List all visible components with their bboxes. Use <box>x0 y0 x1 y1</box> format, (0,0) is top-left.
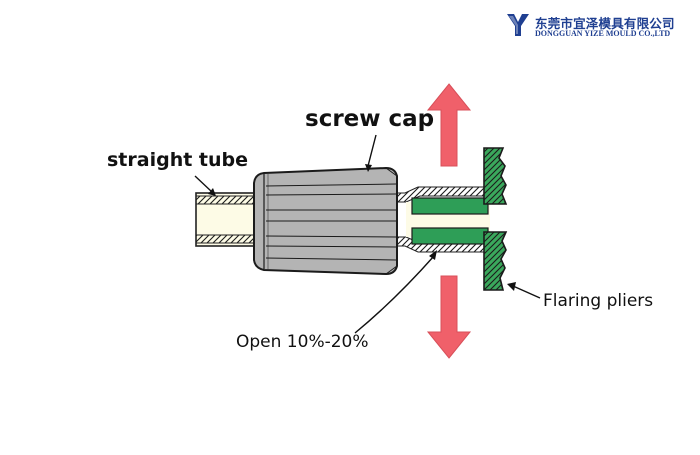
leader-open-range <box>354 250 437 334</box>
flaring-pliers <box>483 147 508 291</box>
leader-straight-tube <box>194 175 216 196</box>
leader-screw-cap <box>365 134 377 172</box>
label-screw-cap: screw cap <box>305 106 435 132</box>
company-logo: 东莞市宜泽模具有限公司 DONGGUAN YIZE MOULD CO.,LTD <box>506 12 696 42</box>
screw-cap <box>253 166 398 276</box>
label-straight-tube: straight tube <box>107 149 249 171</box>
yize-logo-mark-icon <box>507 14 529 36</box>
company-name-en: DONGGUAN YIZE MOULD CO.,LTD <box>535 29 671 38</box>
arrow-up-icon <box>426 83 472 167</box>
label-flaring-pliers: Flaring pliers <box>543 291 654 311</box>
leader-flaring-pliers <box>507 282 541 299</box>
company-name-cn: 东莞市宜泽模具有限公司 <box>535 16 675 31</box>
arrow-down-icon <box>426 275 472 359</box>
expander-jaws <box>411 197 489 245</box>
label-open-range: Open 10%-20% <box>236 332 369 352</box>
